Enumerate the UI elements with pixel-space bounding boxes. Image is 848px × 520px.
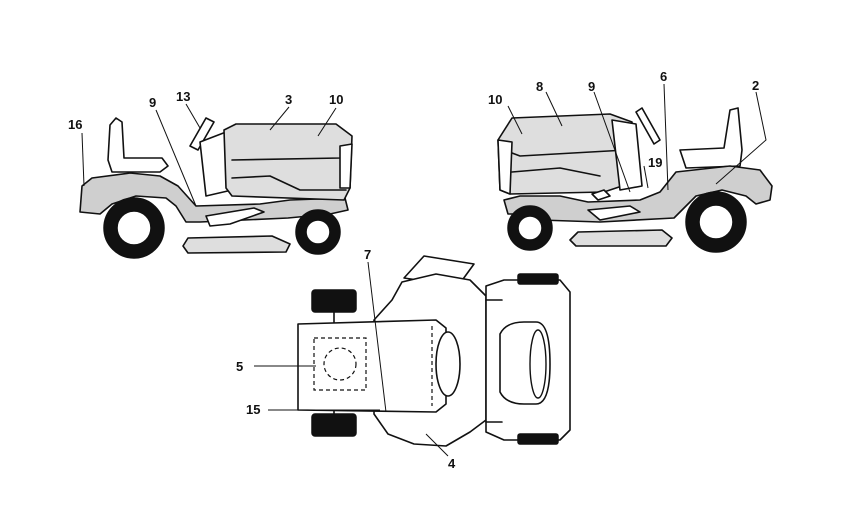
rear-left-tire: [311, 289, 357, 313]
rear-right-tire: [311, 413, 357, 437]
callout-15: 15: [246, 402, 260, 417]
rear-fender: [503, 165, 773, 223]
callout-19: 19: [648, 155, 662, 170]
seat: [679, 107, 743, 169]
decal-outline: [313, 337, 367, 391]
hood: [223, 123, 353, 201]
callout-4: 4: [448, 456, 456, 471]
callout-6: 6: [660, 69, 667, 84]
tractor-top-view: 7 5 15 4: [236, 247, 571, 471]
callout-9: 9: [588, 79, 595, 94]
front-right-tire: [517, 433, 559, 445]
rear-fender: [79, 172, 349, 223]
callout-9: 9: [149, 95, 156, 110]
tractor-right-side-view: 10 8 9 6 2 19: [488, 69, 773, 253]
steering-wheel: [189, 117, 215, 151]
tractor-left-side-view: 16 9 13 3 10: [68, 89, 353, 259]
callout-10: 10: [329, 92, 343, 107]
rear-body: [297, 319, 447, 413]
callout-8: 8: [536, 79, 543, 94]
callout-5: 5: [236, 359, 243, 374]
seat: [107, 117, 169, 173]
front-left-tire: [517, 273, 559, 285]
callout-3: 3: [285, 92, 292, 107]
callout-2: 2: [752, 78, 759, 93]
callout-13: 13: [176, 89, 190, 104]
steering-wheel: [635, 107, 661, 145]
callout-16: 16: [68, 117, 82, 132]
callout-10: 10: [488, 92, 502, 107]
callout-7: 7: [364, 247, 371, 262]
